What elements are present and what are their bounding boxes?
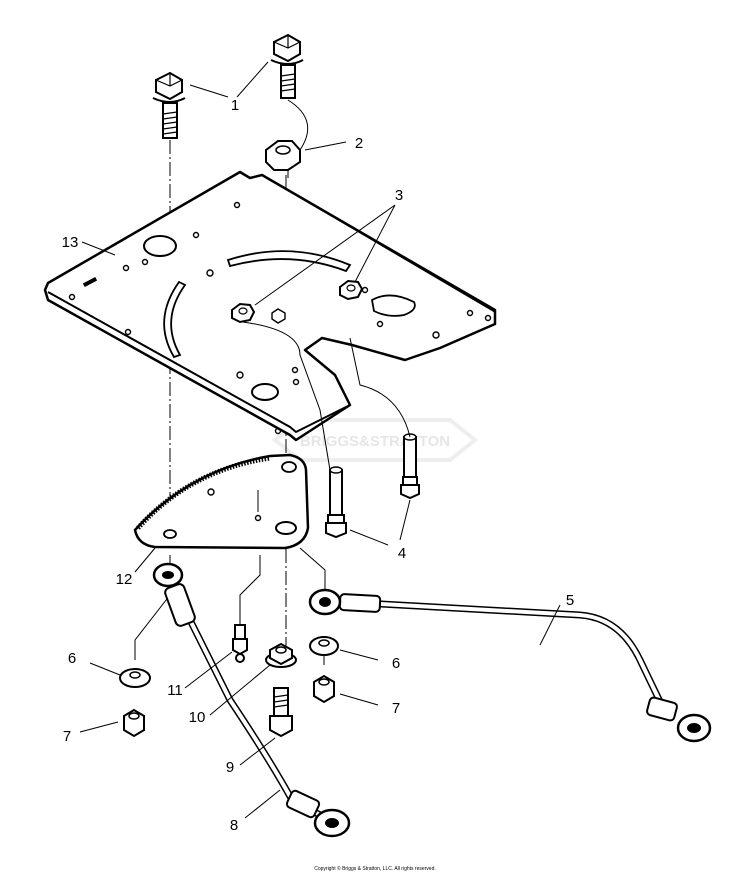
bolt-right — [270, 33, 304, 99]
lock-nut-left — [123, 708, 145, 738]
callout-5: 5 — [566, 592, 574, 609]
grease-fitting — [232, 624, 248, 663]
callout-4: 4 — [398, 545, 406, 562]
callout-7-left: 7 — [63, 728, 71, 745]
bolt-left — [152, 71, 186, 139]
lock-nut-right — [313, 674, 335, 704]
callout-9: 9 — [226, 759, 234, 776]
washer-right — [309, 636, 339, 656]
callout-1: 1 — [231, 97, 239, 114]
callout-13: 13 — [62, 234, 79, 251]
callout-6-left: 6 — [68, 650, 76, 667]
steering-sector-gear — [133, 453, 310, 550]
callout-12: 12 — [116, 571, 133, 588]
callout-8: 8 — [230, 817, 238, 834]
callout-6-right: 6 — [392, 655, 400, 672]
callout-leaders — [79, 61, 561, 819]
shoulder-bolt-left — [325, 466, 347, 539]
hex-nut-top — [265, 140, 301, 171]
drag-link-right — [308, 588, 712, 743]
drag-link-left — [152, 562, 351, 838]
callout-3: 3 — [395, 187, 403, 204]
callout-11: 11 — [167, 682, 183, 699]
shoulder-bolt-right — [400, 433, 420, 500]
callout-2: 2 — [355, 135, 363, 152]
hex-bolt-lower — [269, 687, 293, 738]
copyright-notice: Copyright © Briggs & Stratton, LLC. All … — [314, 866, 436, 872]
flange-nut — [265, 642, 297, 668]
callout-10: 10 — [189, 709, 206, 726]
callout-7-right: 7 — [392, 700, 400, 717]
weld-nut-left — [231, 302, 256, 324]
washer-left — [119, 668, 151, 688]
watermark-text: BRIGGS&STRATTON — [300, 433, 450, 450]
seat-plate — [43, 170, 497, 442]
callout-numbers: 1 2 3 13 4 5 12 6 6 11 10 7 7 9 8 — [62, 97, 575, 834]
weld-nut-right — [339, 279, 364, 301]
